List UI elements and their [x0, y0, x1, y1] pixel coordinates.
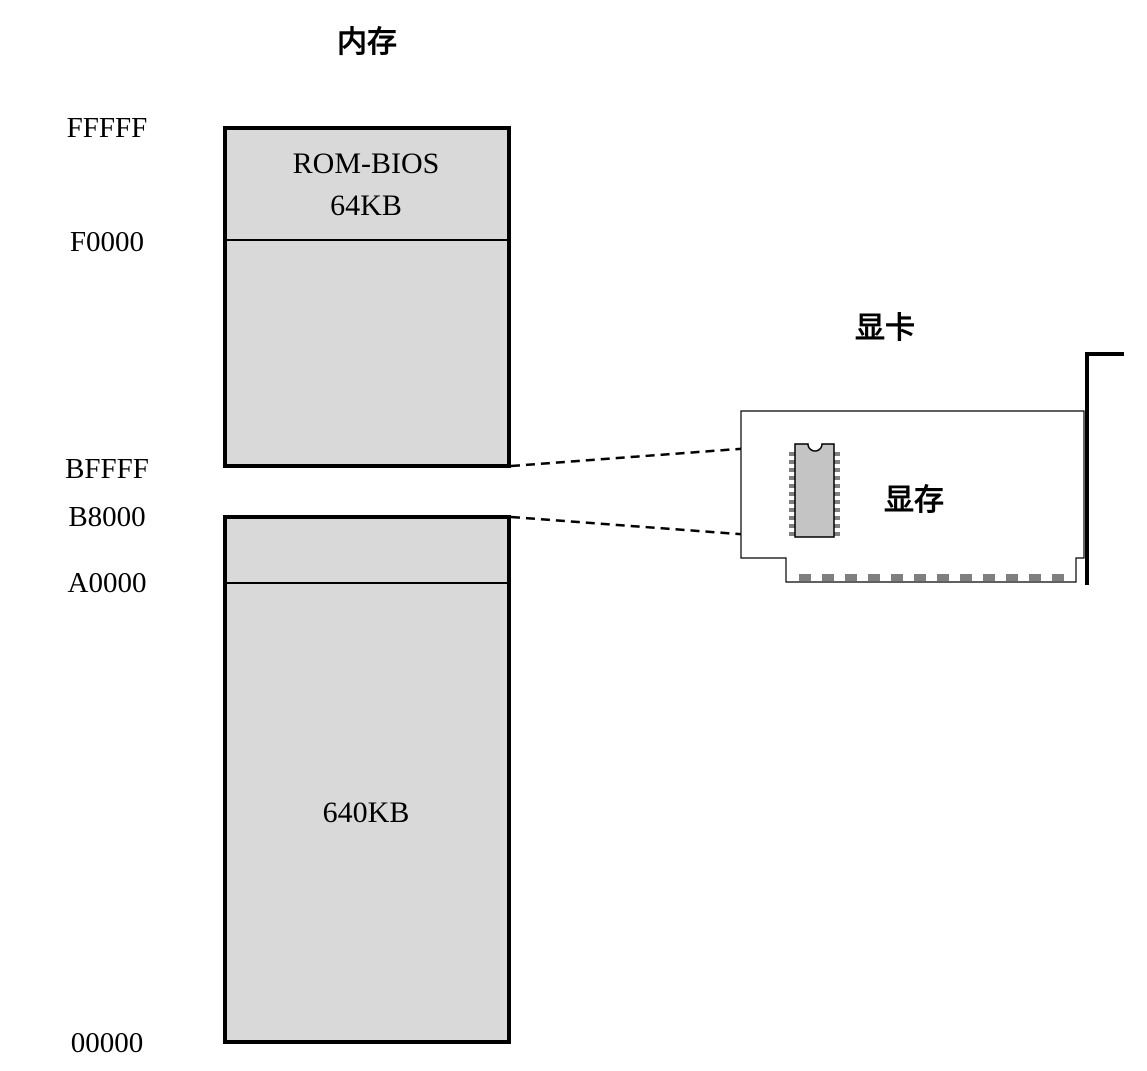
- chip-pin: [834, 468, 840, 472]
- chip-pin: [834, 500, 840, 504]
- connector-pad: [1029, 574, 1041, 581]
- chip-pin: [789, 468, 795, 472]
- chip-pin: [789, 492, 795, 496]
- chip-pin: [834, 452, 840, 456]
- chip-pin: [789, 460, 795, 464]
- connector-pad: [868, 574, 880, 581]
- address-label-f0000: F0000: [70, 226, 144, 258]
- chip-pin: [834, 532, 840, 536]
- connector-pad: [845, 574, 857, 581]
- address-label-00000: 00000: [71, 1027, 144, 1059]
- connector-pad: [914, 574, 926, 581]
- connector-pad: [1006, 574, 1018, 581]
- connector-pad: [891, 574, 903, 581]
- chip-pin: [789, 476, 795, 480]
- connector-pad: [983, 574, 995, 581]
- conventional-memory-label: 640KB: [323, 796, 410, 829]
- rom-size-label: 64KB: [330, 189, 402, 222]
- address-label-a0000: A0000: [68, 567, 147, 599]
- connector-pad: [822, 574, 834, 581]
- mapping-line-top: [510, 443, 793, 468]
- chip-pin: [834, 476, 840, 480]
- chip-pin: [834, 508, 840, 512]
- chip-pin: [789, 516, 795, 520]
- card-mounting-bracket: [1085, 352, 1124, 585]
- chip-pin: [834, 484, 840, 488]
- address-label-fffff: FFFFF: [67, 112, 148, 144]
- address-label-bffff: BFFFF: [65, 453, 149, 485]
- connector-pad: [937, 574, 949, 581]
- chip-body: [794, 443, 835, 538]
- chip-pin: [789, 452, 795, 456]
- chip-pin: [789, 500, 795, 504]
- chip-pin: [789, 524, 795, 528]
- video-memory-label: 显存: [884, 483, 944, 518]
- mapping-line-bottom: [510, 515, 793, 540]
- chip-pins-left: [789, 452, 795, 536]
- chip-pins-right: [834, 452, 840, 536]
- chip-pin: [834, 524, 840, 528]
- connector-pad: [960, 574, 972, 581]
- chip-pin: [789, 508, 795, 512]
- connector-pad: [1052, 574, 1064, 581]
- connector-pad: [799, 574, 811, 581]
- rom-bios-label: ROM-BIOS: [293, 147, 440, 180]
- video-memory-chip: [789, 443, 840, 538]
- memory-title: 内存: [337, 25, 397, 60]
- chip-pin: [834, 516, 840, 520]
- edge-connector: [799, 574, 1064, 581]
- chip-pin: [834, 492, 840, 496]
- chip-pin: [789, 484, 795, 488]
- address-label-b8000: B8000: [68, 501, 145, 533]
- chip-pin: [789, 532, 795, 536]
- upper-memory-block: [223, 126, 511, 468]
- chip-pin: [834, 460, 840, 464]
- graphics-card-title: 显卡: [855, 311, 915, 346]
- lower-memory-block: [223, 515, 511, 1044]
